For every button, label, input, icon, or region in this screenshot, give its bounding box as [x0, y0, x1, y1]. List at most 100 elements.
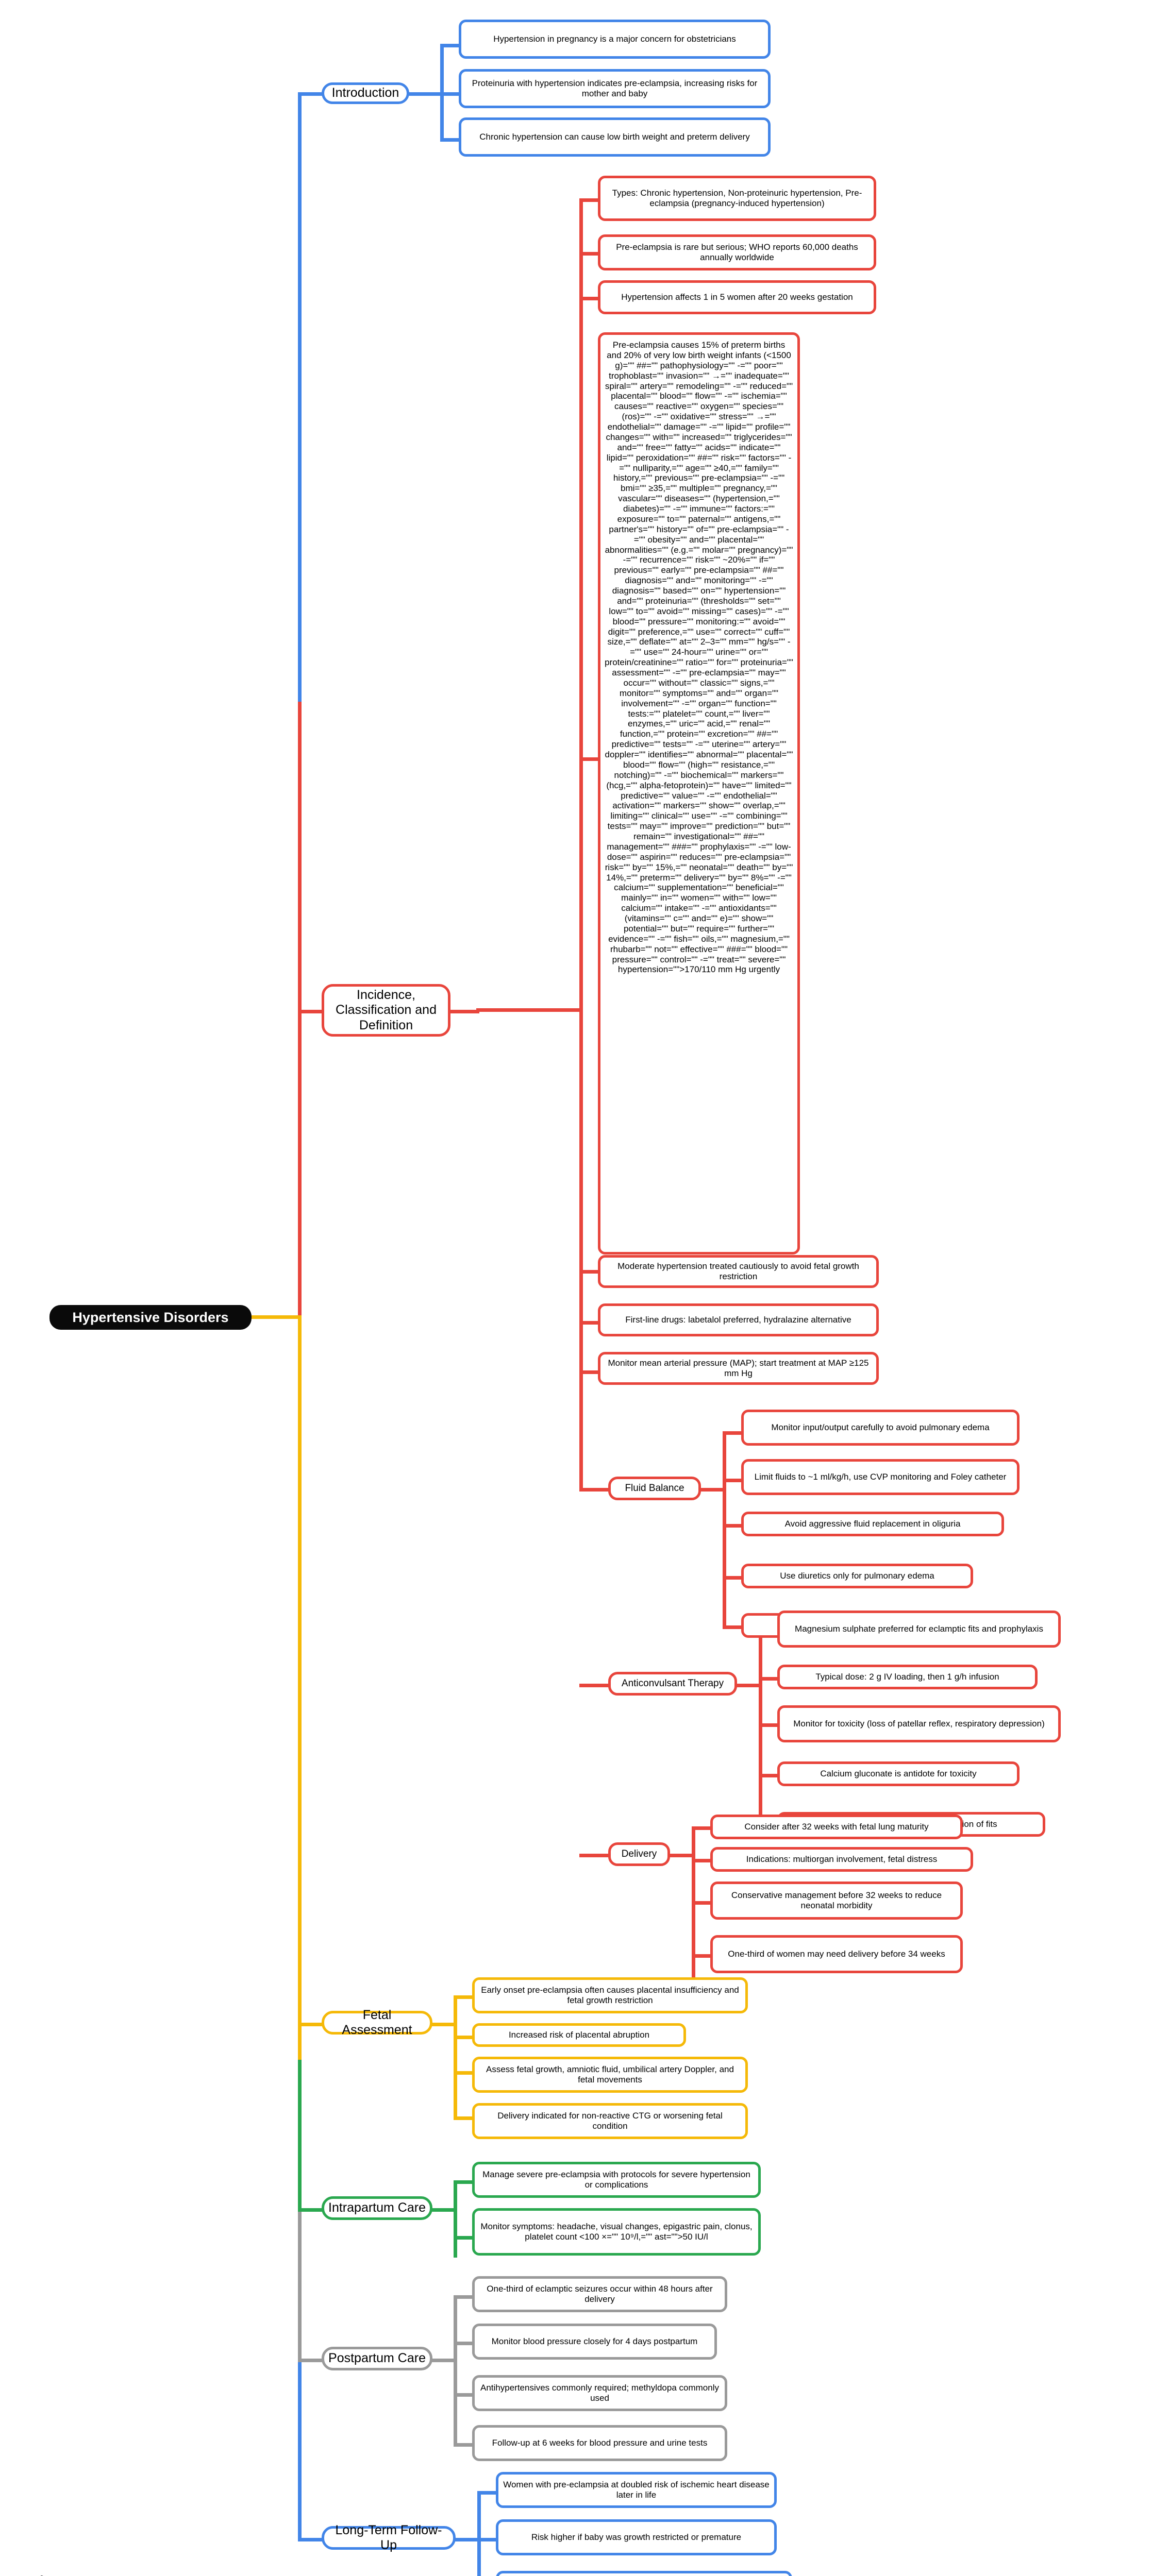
leaf-longterm-1[interactable]: Risk higher if baby was growth restricte…	[496, 2519, 777, 2555]
branch-introduction[interactable]: Introduction	[322, 82, 409, 104]
leaf-anticonvulsant-3[interactable]: Calcium gluconate is antidote for toxici…	[777, 1761, 1020, 1786]
leaf-label: Pre-eclampsia causes 15% of preterm birt…	[605, 340, 793, 975]
leaf-introduction-1[interactable]: Proteinuria with hypertension indicates …	[459, 69, 771, 108]
leaf-label: Women with pre-eclampsia at doubled risk…	[503, 2479, 770, 2500]
connector-longterm-child-0	[477, 2491, 498, 2495]
connector-intrapartum-child-1	[454, 2236, 474, 2240]
connector-intrapartum-child-0	[454, 2180, 474, 2184]
connector-to-fetal-assessment	[298, 2023, 324, 2026]
connector-incidence-to-spine	[476, 1008, 582, 1012]
connector-trunk-introduction	[298, 94, 302, 702]
connector-incidence-spine	[579, 198, 583, 1492]
leaf-label: Monitor input/output carefully to avoid …	[771, 1422, 990, 1432]
leaf-intrapartum-1[interactable]: Monitor symptoms: headache, visual chang…	[472, 2208, 761, 2256]
leaf-incidence-5[interactable]: First-line drugs: labetalol preferred, h…	[598, 1303, 879, 1336]
connector-to-postpartum	[298, 2359, 324, 2362]
root-label: Hypertensive Disorders	[72, 1309, 229, 1325]
leaf-introduction-0[interactable]: Hypertension in pregnancy is a major con…	[459, 20, 771, 59]
leaf-label: Antihypertensives commonly required; met…	[480, 2382, 719, 2403]
subbranch-label: Anticonvulsant Therapy	[621, 1677, 724, 1689]
leaf-fetal-0[interactable]: Early onset pre-eclampsia often causes p…	[472, 1977, 748, 2013]
leaf-introduction-2[interactable]: Chronic hypertension can cause low birth…	[459, 117, 771, 157]
connector-fluid-balance-child-1	[723, 1479, 743, 1482]
leaf-label: Consider after 32 weeks with fetal lung …	[744, 1821, 929, 1832]
connector-delivery-child-0	[692, 1826, 712, 1830]
leaf-anticonvulsant-2[interactable]: Monitor for toxicity (loss of patellar r…	[777, 1705, 1061, 1742]
connector-fetal-child-3	[454, 2116, 474, 2120]
branch-incidence-label: Incidence, Classification and Definition	[336, 987, 437, 1032]
leaf-postpartum-1[interactable]: Monitor blood pressure closely for 4 day…	[472, 2324, 717, 2360]
leaf-incidence-1[interactable]: Pre-eclampsia is rare but serious; WHO r…	[598, 234, 876, 270]
connector-anticonvulsant-spine	[759, 1632, 762, 1838]
leaf-longterm-2[interactable]: Ongoing blood pressure monitoring and co…	[496, 2571, 792, 2576]
connector-trunk-postpartum	[298, 2208, 302, 2360]
leaf-delivery-2[interactable]: Conservative management before 32 weeks …	[710, 1882, 963, 1920]
leaf-fetal-1[interactable]: Increased risk of placental abruption	[472, 2023, 686, 2047]
leaf-label: Hypertension in pregnancy is a major con…	[493, 33, 736, 44]
leaf-incidence-4[interactable]: Moderate hypertension treated cautiously…	[598, 1255, 879, 1288]
graduation-cap-robot-icon	[40, 2575, 43, 2576]
leaf-incidence-2[interactable]: Hypertension affects 1 in 5 women after …	[598, 280, 876, 314]
connector-fluid-balance-fan	[699, 1488, 726, 1492]
leaf-postpartum-3[interactable]: Follow-up at 6 weeks for blood pressure …	[472, 2425, 727, 2461]
subbranch-fluid-balance[interactable]: Fluid Balance	[608, 1477, 701, 1500]
leaf-label: Hypertension affects 1 in 5 women after …	[621, 292, 853, 302]
connector-fetal-child-1	[454, 2036, 474, 2039]
connector-trunk-intrapartum	[298, 2060, 302, 2208]
leaf-intrapartum-0[interactable]: Manage severe pre-eclampsia with protoco…	[472, 2162, 761, 2198]
branch-postpartum-label: Postpartum Care	[328, 2351, 426, 2366]
connector-postpartum-child-1	[454, 2342, 474, 2345]
leaf-label: Early onset pre-eclampsia often causes p…	[481, 1985, 739, 2005]
branch-intrapartum-label: Intrapartum Care	[328, 2200, 426, 2215]
branch-long-term-follow-up[interactable]: Long-Term Follow-Up	[322, 2523, 456, 2552]
leaf-postpartum-2[interactable]: Antihypertensives commonly required; met…	[472, 2375, 727, 2411]
connector-longterm-spine	[477, 2491, 481, 2576]
subbranch-anticonvulsant-therapy[interactable]: Anticonvulsant Therapy	[608, 1672, 737, 1696]
branch-incidence[interactable]: Incidence, Classification and Definition	[322, 984, 450, 1037]
leaf-label: Assess fetal growth, amniotic fluid, umb…	[486, 2064, 734, 2084]
leaf-delivery-3[interactable]: One-third of women may need delivery bef…	[710, 1935, 963, 1973]
leaf-postpartum-0[interactable]: One-third of eclamptic seizures occur wi…	[472, 2276, 727, 2312]
leaf-fluid-balance-2[interactable]: Avoid aggressive fluid replacement in ol…	[741, 1512, 1004, 1536]
subbranch-delivery[interactable]: Delivery	[608, 1842, 670, 1866]
connector-to-intrapartum	[298, 2208, 324, 2212]
leaf-incidence-0[interactable]: Types: Chronic hypertension, Non-protein…	[598, 176, 876, 221]
connector-fluid-balance-child-4	[723, 1625, 743, 1629]
edurev-logo[interactable]: EduRev	[14, 2568, 188, 2576]
connector-incidence-child-3	[579, 757, 600, 761]
connector-trunk-fetal	[298, 1315, 302, 2060]
branch-fetal-assessment[interactable]: Fetal Assessment	[322, 2008, 432, 2037]
leaf-anticonvulsant-1[interactable]: Typical dose: 2 g IV loading, then 1 g/h…	[777, 1665, 1038, 1689]
leaf-label: Monitor mean arterial pressure (MAP); st…	[608, 1358, 869, 1378]
branch-intrapartum-care[interactable]: Intrapartum Care	[322, 2196, 432, 2220]
branch-introduction-label: Introduction	[331, 86, 399, 100]
leaf-label: Limit fluids to ~1 ml/kg/h, use CVP moni…	[754, 1471, 1007, 1482]
leaf-fetal-3[interactable]: Delivery indicated for non-reactive CTG …	[472, 2103, 748, 2139]
connector-incidence-child-2	[579, 297, 600, 300]
leaf-longterm-0[interactable]: Women with pre-eclampsia at doubled risk…	[496, 2472, 777, 2508]
leaf-delivery-0[interactable]: Consider after 32 weeks with fetal lung …	[710, 1815, 963, 1839]
connector-anticonvulsant-fan	[735, 1684, 762, 1687]
leaf-fluid-balance-1[interactable]: Limit fluids to ~1 ml/kg/h, use CVP moni…	[741, 1459, 1020, 1495]
leaf-incidence-3-dense-block[interactable]: Pre-eclampsia causes 15% of preterm birt…	[598, 332, 800, 1255]
leaf-incidence-6[interactable]: Monitor mean arterial pressure (MAP); st…	[598, 1352, 879, 1385]
connector-postpartum-spine	[454, 2295, 457, 2445]
connector-fluid-balance-spine	[723, 1431, 726, 1628]
leaf-label: Indications: multiorgan involvement, fet…	[746, 1854, 938, 1864]
connector-incidence-child-5	[579, 1321, 600, 1325]
leaf-delivery-1[interactable]: Indications: multiorgan involvement, fet…	[710, 1847, 973, 1872]
branch-postpartum-care[interactable]: Postpartum Care	[322, 2347, 432, 2370]
leaf-fluid-balance-3[interactable]: Use diuretics only for pulmonary edema	[741, 1564, 973, 1588]
leaf-fetal-2[interactable]: Assess fetal growth, amniotic fluid, umb…	[472, 2057, 748, 2093]
connector-delivery-fan	[668, 1854, 695, 1857]
leaf-anticonvulsant-0[interactable]: Magnesium sulphate preferred for eclampt…	[777, 1611, 1061, 1648]
leaf-fluid-balance-0[interactable]: Monitor input/output carefully to avoid …	[741, 1410, 1020, 1446]
leaf-label: Monitor symptoms: headache, visual chang…	[480, 2221, 753, 2242]
root-node[interactable]: Hypertensive Disorders	[49, 1305, 252, 1330]
leaf-label: Typical dose: 2 g IV loading, then 1 g/h…	[815, 1671, 999, 1682]
connector-fluid-balance-child-0	[723, 1431, 743, 1435]
connector-fetal-fan	[430, 2023, 456, 2026]
connector-incidence-child-4	[579, 1270, 600, 1274]
connector-postpartum-child-2	[454, 2393, 474, 2397]
connector-trunk-longterm	[298, 2360, 302, 2539]
